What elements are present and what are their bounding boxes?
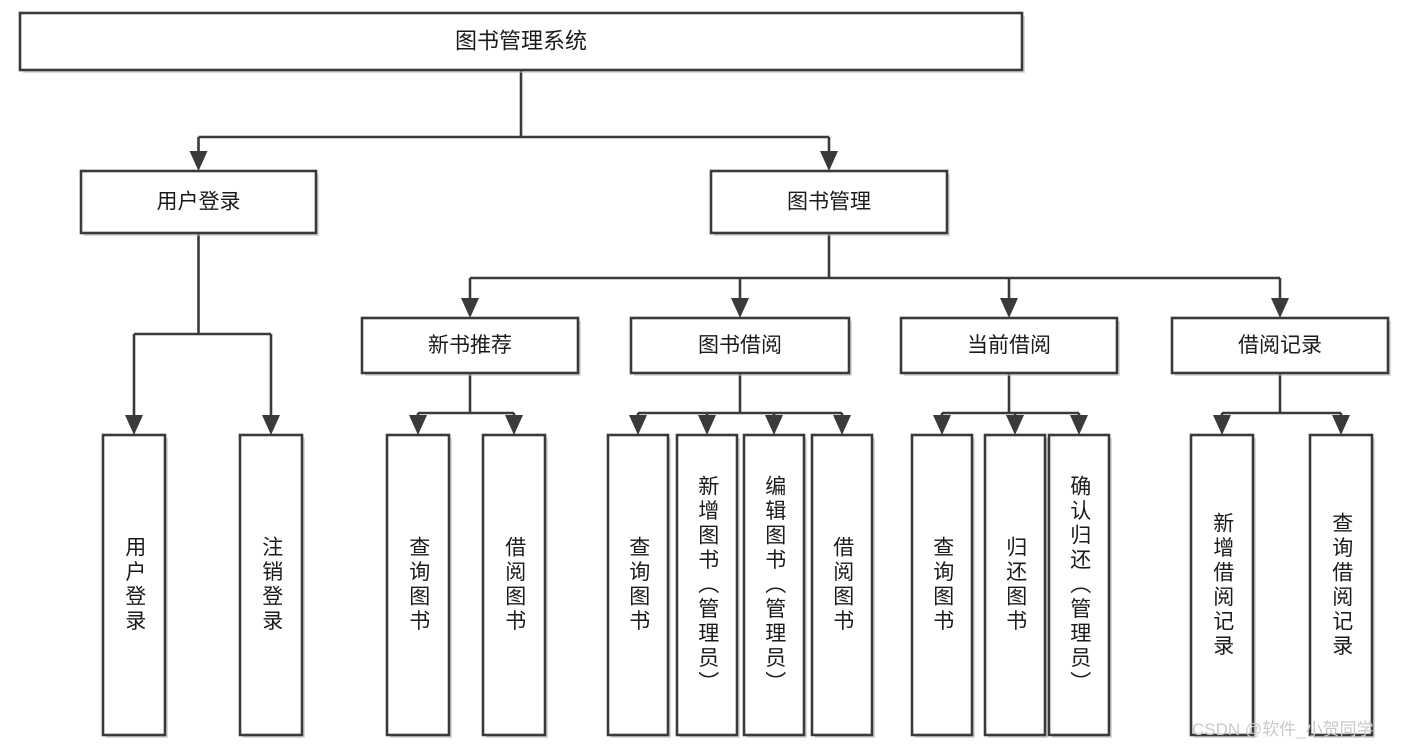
link-新书推荐-to-查询图书-0-arrow-icon [409, 415, 427, 435]
node-label-图书借阅: 图书借阅 [698, 334, 782, 357]
node-leaf-查询图书-4[interactable] [606, 433, 670, 737]
node-root-图书管理系统[interactable] [18, 11, 1024, 72]
link-图书借阅-to-编辑图书管理员-2-arrow-icon [765, 415, 783, 435]
link-root-to-用户登录-arrow-icon [189, 151, 208, 171]
node-leaf-确认归还管理员-10[interactable] [1047, 433, 1111, 737]
link-图书借阅-to-新增图书管理员-1-arrow-icon [698, 415, 716, 435]
node-leaf-编辑图书管理员-6[interactable] [742, 433, 806, 737]
link-root-to-图书管理-arrow-icon [820, 151, 838, 171]
node-label-新书推荐: 新书推荐 [428, 334, 512, 357]
node-level3-新书推荐[interactable] [360, 316, 580, 375]
link-manage-to-借阅记录-arrow-icon [1271, 298, 1289, 318]
node-level2-用户登录[interactable] [79, 169, 318, 235]
link-login-to-注销登录-1-arrow-icon [262, 415, 280, 435]
node-leaf-新增图书管理员-5[interactable] [675, 433, 739, 737]
link-当前借阅-to-确认归还管理员-2-arrow-icon [1070, 415, 1088, 435]
node-label-借阅记录: 借阅记录 [1238, 334, 1322, 357]
node-level2-图书管理[interactable] [709, 169, 949, 235]
node-level3-当前借阅[interactable] [899, 316, 1119, 375]
node-leaf-归还图书-9[interactable] [983, 433, 1047, 737]
link-当前借阅-to-归还图书-1-arrow-icon [1006, 415, 1024, 435]
node-label-用户登录: 用户登录 [157, 191, 241, 214]
node-leaf-借阅图书-3[interactable] [481, 433, 547, 737]
link-新书推荐-to-借阅图书-1-arrow-icon [505, 415, 523, 435]
node-leaf-用户登录-0[interactable] [101, 433, 167, 737]
link-当前借阅-to-查询图书-0-arrow-icon [933, 415, 951, 435]
link-manage-to-图书借阅-arrow-icon [731, 298, 749, 318]
node-leaf-查询借阅记录-12[interactable] [1308, 433, 1374, 737]
node-label-当前借阅: 当前借阅 [967, 334, 1051, 357]
node-level3-借阅记录[interactable] [1170, 316, 1390, 375]
link-借阅记录-to-查询借阅记录-1-arrow-icon [1332, 415, 1350, 435]
node-leaf-注销登录-1[interactable] [238, 433, 304, 737]
node-leaf-查询图书-8[interactable] [910, 433, 974, 737]
link-借阅记录-to-新增借阅记录-0-arrow-icon [1213, 415, 1231, 435]
link-login-to-用户登录-0-arrow-icon [125, 415, 143, 435]
node-leaf-新增借阅记录-11[interactable] [1189, 433, 1255, 737]
node-label-root: 图书管理系统 [455, 28, 587, 53]
node-leaf-借阅图书-7[interactable] [810, 433, 874, 737]
node-label-图书管理: 图书管理 [787, 191, 871, 214]
link-manage-to-当前借阅-arrow-icon [1000, 298, 1018, 318]
node-leaf-查询图书-2[interactable] [385, 433, 451, 737]
link-manage-to-新书推荐-arrow-icon [461, 298, 479, 318]
connector-layer [125, 70, 1350, 435]
link-图书借阅-to-查询图书-0-arrow-icon [629, 415, 647, 435]
node-layer [18, 11, 1391, 738]
link-图书借阅-to-借阅图书-3-arrow-icon [833, 415, 851, 435]
node-level3-图书借阅[interactable] [629, 316, 851, 375]
